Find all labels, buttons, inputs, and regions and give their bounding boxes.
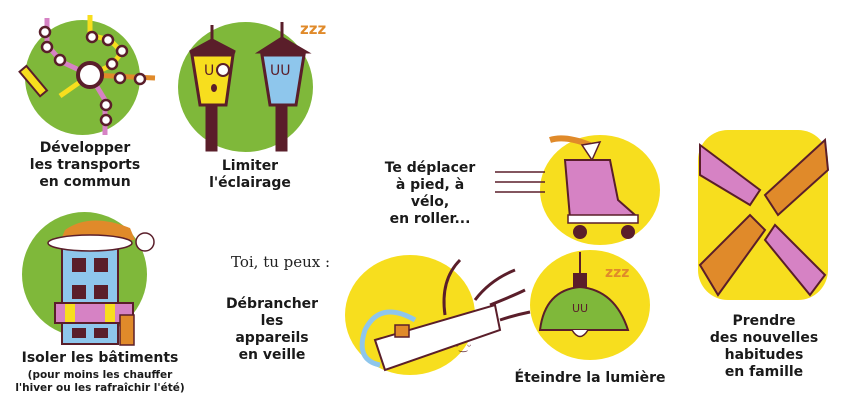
- street-lamps-icon: U UU: [189, 22, 312, 152]
- caption-batiments: Isoler les bâtiments: [21, 350, 179, 366]
- roller-skate-icon: [495, 135, 639, 239]
- item-deplacer: [495, 130, 670, 245]
- zzz-text: zzz: [605, 265, 630, 281]
- intro-text: Toi, tu peux :: [231, 253, 331, 271]
- building-scarf-icon: [47, 220, 155, 346]
- svg-text:ᵕ‿ᵕ: ᵕ‿ᵕ: [455, 342, 471, 353]
- item-transports: Développer les transports en commun: [0, 0, 170, 200]
- item-debrancher: ᵕ‿ᵕ: [340, 250, 531, 410]
- power-strip-icon: ᵕ‿ᵕ: [359, 258, 531, 372]
- caption-famille: Prendre des nouvelles habitudes en famil…: [709, 313, 819, 380]
- item-eclairage: U UU zzz Limiter l'éclairage: [160, 0, 340, 200]
- subcaption-batiments: (pour moins les chauffer l'hiver ou les …: [15, 369, 185, 394]
- hanging-lamp-icon: UU: [538, 252, 630, 338]
- metro-map-icon: [18, 15, 156, 135]
- item-batiments: Isoler les bâtiments (pour moins les cha…: [0, 200, 200, 416]
- caption-deplacer: Te déplacer à pied, à vélo, en roller...: [384, 160, 476, 227]
- item-eteindre: UU zzz Éteindre la lumière: [500, 240, 680, 416]
- item-famille: Prendre des nouvelles habitudes en famil…: [680, 120, 848, 416]
- zzz-text: zzz: [300, 20, 327, 38]
- caption-debrancher: Débrancher les appareils en veille: [225, 296, 319, 363]
- caption-eclairage: Limiter l'éclairage: [209, 158, 291, 191]
- hands-together-icon: [698, 137, 830, 297]
- caption-transports: Développer les transports en commun: [29, 140, 141, 190]
- svg-text:UU: UU: [572, 302, 588, 315]
- svg-text:UU: UU: [270, 63, 291, 79]
- caption-eteindre: Éteindre la lumière: [514, 370, 666, 386]
- svg-text:U: U: [204, 63, 214, 79]
